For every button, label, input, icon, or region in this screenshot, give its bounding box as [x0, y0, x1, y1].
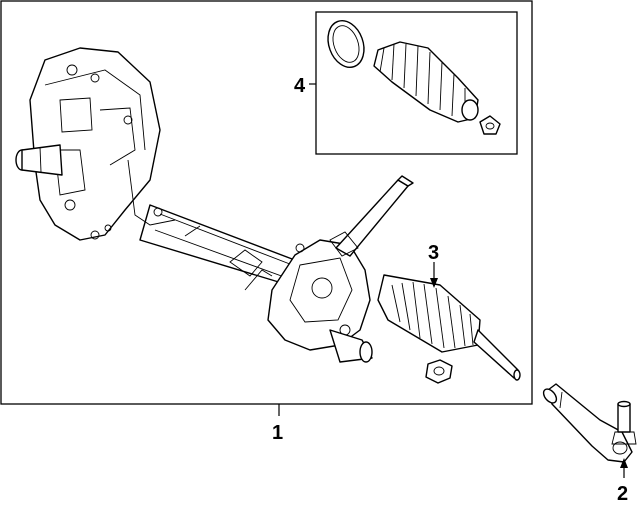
leader-lines — [278, 83, 628, 478]
callout-1: 1 — [272, 422, 283, 444]
callout-3: 3 — [428, 242, 439, 264]
inset-box — [315, 11, 518, 155]
steering-gear — [15, 47, 414, 363]
tie-rod-end-item-2 — [542, 383, 637, 463]
boot-item-3 — [377, 274, 521, 384]
callout-2: 2 — [617, 483, 628, 505]
assembly-frame — [0, 0, 533, 405]
boot-kit-inset-parts — [327, 20, 501, 135]
callout-4: 4 — [294, 75, 306, 97]
